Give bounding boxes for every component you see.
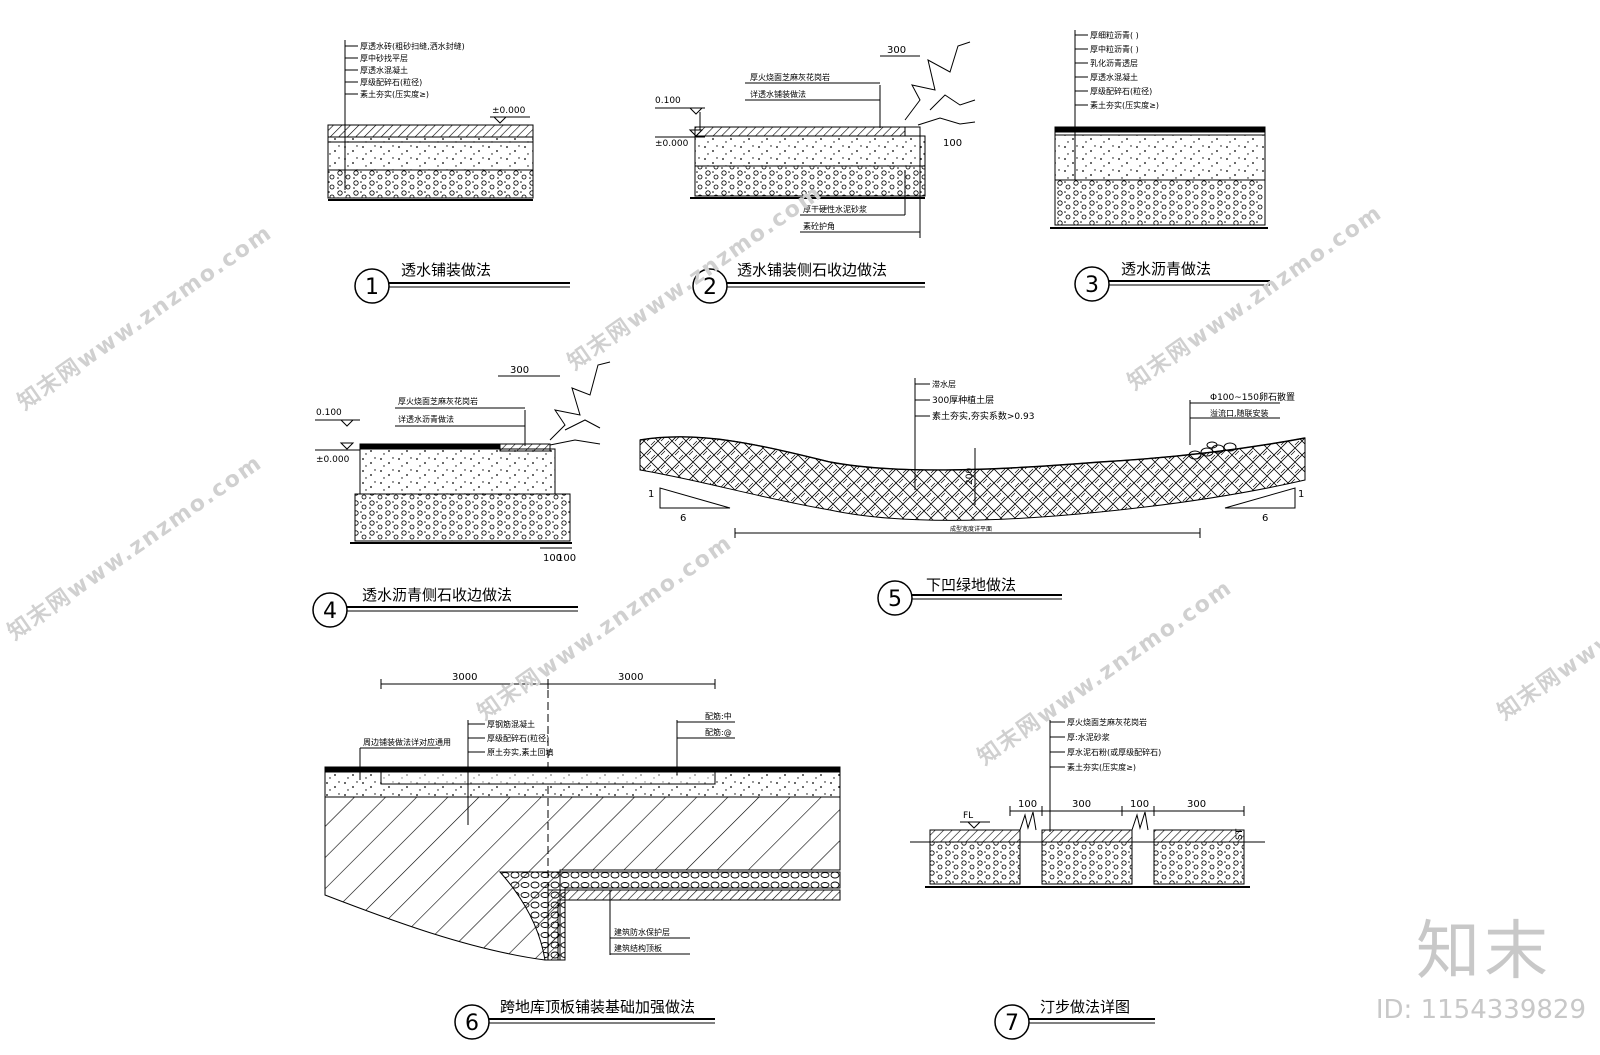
d7-layer-2: 厚:水泥砂浆 <box>1067 732 1110 742</box>
d6-layer-1: 厚钢筋混凝土 <box>487 719 535 729</box>
d5-layer-3: 素土夯实,夯实系数>0.93 <box>932 410 1034 422</box>
d6-title: 跨地库顶板铺装基础加强做法 <box>500 998 695 1016</box>
d2-number: 2 <box>703 275 717 300</box>
d4-label-top-2: 详透水沥青做法 <box>398 414 454 424</box>
d6-rebar-1: 配筋:中 <box>705 711 732 721</box>
d6-number-circle <box>454 1004 490 1040</box>
d5-number: 5 <box>888 587 902 612</box>
d7-dim-4: 300 <box>1187 799 1206 810</box>
d4-elev-1: 0.100 <box>316 408 342 418</box>
d6-label-bottom-1: 建筑防水保护层 <box>614 927 670 937</box>
d4-elev-2: ±0.000 <box>316 455 350 465</box>
d6-edge-label: 周边铺装做法详对应通用 <box>363 737 451 747</box>
d5-label-right-2: 溢流口,随联安装 <box>1210 408 1269 418</box>
d2-elev-1: 0.100 <box>655 96 681 106</box>
d7-dim-3: 100 <box>1130 799 1149 810</box>
d6-layer-3: 原土夯实,素土回填 <box>487 747 554 757</box>
d7-layer-3: 厚水泥石粉(或厚级配碎石) <box>1067 747 1161 757</box>
d5-slope-run-right: 6 <box>1262 513 1268 524</box>
watermark-id: ID: 1154339829 <box>1375 995 1586 1025</box>
d3-layer-5: 厚级配碎石(粒径) <box>1090 86 1152 96</box>
d3-number: 3 <box>1085 273 1099 298</box>
d5-layer-1: 滞水层 <box>932 379 956 389</box>
d2-label-bottom-1: 厚干硬性水泥砂浆 <box>803 204 867 214</box>
d2-label-bottom-2: 素砼护角 <box>803 221 835 231</box>
d1-number: 1 <box>365 275 379 300</box>
detail-7: 厚火烧面芝麻灰花岗岩 厚:水泥砂浆 厚水泥石粉(或厚级配碎石) 素土夯实(压实度… <box>910 717 1265 1040</box>
d4-number-circle <box>312 592 348 628</box>
d4-number: 4 <box>323 599 337 624</box>
d2-title: 透水铺装侧石收边做法 <box>737 261 887 279</box>
d3-layer-6: 素土夯实(压实度≥) <box>1090 100 1159 110</box>
d3-number-circle <box>1074 266 1110 302</box>
d7-layer-1: 厚火烧面芝麻灰花岗岩 <box>1067 717 1147 727</box>
d7-layer-4: 素土夯实(压实度≥) <box>1067 762 1136 772</box>
d5-depth: 200 <box>965 468 975 485</box>
d2-number-circle <box>692 268 728 304</box>
d7-dim-2: 300 <box>1072 799 1091 810</box>
d4-title: 透水沥青侧石收边做法 <box>362 586 512 604</box>
d5-title: 下凹绿地做法 <box>926 576 1016 594</box>
detail-2: 300 厚火烧面芝麻灰花岗岩 详透水铺装做法 0.100 ±0.000 100 … <box>655 41 976 304</box>
d7-tag: ST <box>1235 828 1245 840</box>
d2-label-top-1: 厚火烧面芝麻灰花岗岩 <box>750 72 830 82</box>
d6-label-bottom-2: 建筑结构顶板 <box>614 943 662 953</box>
d6-dim-left: 3000 <box>452 672 477 683</box>
d7-dim-1: 100 <box>1018 799 1037 810</box>
d1-layer-3: 厚透水混凝土 <box>360 65 408 75</box>
d7-stepping-stones <box>929 829 1245 885</box>
watermark-brand: 知末 <box>1416 915 1552 989</box>
d4-dim-300: 300 <box>510 365 529 376</box>
d2-elev-2: ±0.000 <box>655 139 689 149</box>
d4-dim-100-b: 100 <box>557 553 576 564</box>
d5-label-right-1: Φ100~150卵石散置 <box>1210 391 1295 403</box>
d1-number-circle <box>354 268 390 304</box>
d7-number-circle <box>994 1004 1030 1040</box>
d3-layer-4: 厚透水混凝土 <box>1090 72 1138 82</box>
d1-title: 透水铺装做法 <box>401 261 491 279</box>
d3-layer-2: 厚中粒沥青( ) <box>1090 44 1139 54</box>
d6-layer-2: 厚级配碎石(粒径) <box>487 733 549 743</box>
d5-slope-run-left: 6 <box>680 513 686 524</box>
d6-number: 6 <box>465 1011 479 1036</box>
detail-5: 滞水层 300厚种植土层 素土夯实,夯实系数>0.93 200 Φ100~150… <box>639 378 1306 616</box>
d7-title: 汀步做法详图 <box>1040 998 1130 1016</box>
d5-span-label: 成型宽度详平面 <box>950 525 992 533</box>
detail-4: 300 厚火烧面芝麻灰花岗岩 详透水沥青做法 0.100 ±0.000 100 … <box>312 361 611 628</box>
d1-layer-5: 素土夯实(压实度≥) <box>360 89 429 99</box>
d4-dim-100-a: 100 <box>543 553 562 564</box>
d7-number: 7 <box>1005 1011 1019 1036</box>
d1-layer-4: 厚级配碎石(粒径) <box>360 77 422 87</box>
d7-fl: FL <box>963 811 973 821</box>
detail-1: 厚透水砖(粗砂扫缝,洒水封缝) 厚中砂找平层 厚透水混凝土 厚级配碎石(粒径) … <box>327 40 570 304</box>
d1-layer-2: 厚中砂找平层 <box>360 53 408 63</box>
d3-title: 透水沥青做法 <box>1121 260 1211 278</box>
d5-layer-2: 300厚种植土层 <box>932 394 994 406</box>
d5-slope-rise-right: 1 <box>1298 489 1304 500</box>
d5-number-circle <box>877 580 913 616</box>
detail-6: 3000 3000 厚钢筋混凝土 厚级配碎石(粒径) 原土夯实,素土回填 配筋:… <box>324 672 841 1040</box>
d3-layer-3: 乳化沥青透层 <box>1090 58 1138 68</box>
d2-dim-300: 300 <box>887 45 906 56</box>
detail-3: 厚细粒沥青( ) 厚中粒沥青( ) 乳化沥青透层 厚透水混凝土 厚级配碎石(粒径… <box>1050 30 1270 302</box>
d4-label-top-1: 厚火烧面芝麻灰花岗岩 <box>398 396 478 406</box>
d1-layer-1: 厚透水砖(粗砂扫缝,洒水封缝) <box>360 41 465 51</box>
d5-slope-rise-left: 1 <box>648 489 654 500</box>
d2-dim-100: 100 <box>943 138 962 149</box>
d6-dim-right: 3000 <box>618 672 643 683</box>
d3-layer-1: 厚细粒沥青( ) <box>1090 30 1139 40</box>
d2-label-top-2: 详透水铺装做法 <box>750 89 806 99</box>
d6-rebar-2: 配筋:@ <box>705 727 732 737</box>
d1-elevation: ±0.000 <box>492 106 526 116</box>
